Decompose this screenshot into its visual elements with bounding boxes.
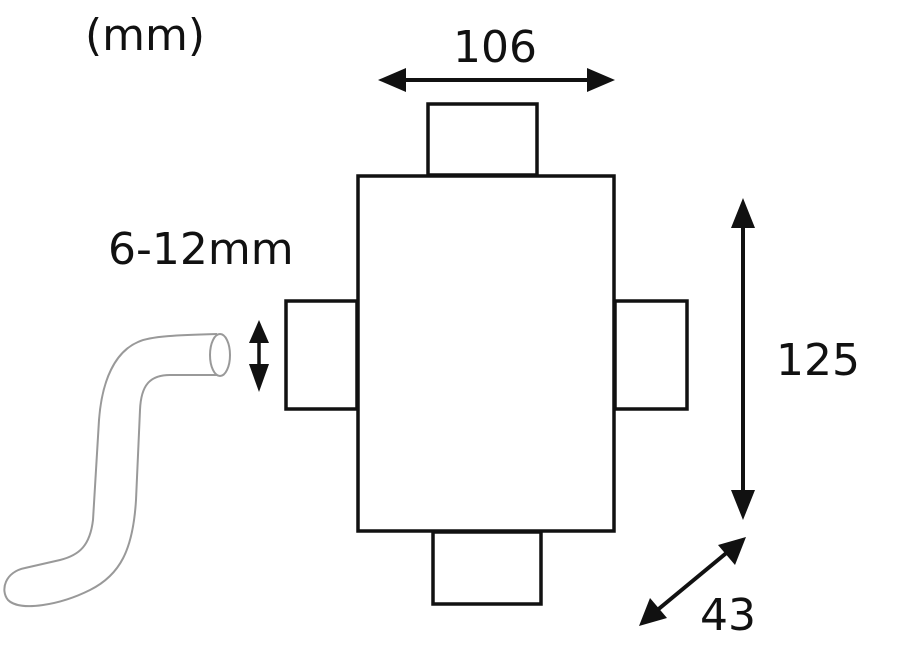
bottom-cable-entry [431, 530, 543, 606]
height-dimension-arrow [731, 198, 755, 520]
width-dimension-arrow [378, 68, 615, 92]
height-label: 125 [776, 335, 860, 386]
depth-label: 43 [700, 590, 756, 641]
top-cable-entry [426, 102, 539, 177]
cable-hose-illustration [3, 333, 231, 607]
left-cable-entry [284, 299, 359, 411]
cable-diameter-label: 6-12mm [108, 224, 294, 275]
box-body [356, 174, 616, 533]
unit-label: (mm) [85, 10, 205, 61]
depth-dimension-arrow [639, 537, 746, 626]
width-label: 106 [453, 22, 537, 73]
junction-box [284, 102, 689, 606]
cable-diameter-arrow [249, 320, 269, 392]
right-cable-entry [613, 299, 689, 411]
